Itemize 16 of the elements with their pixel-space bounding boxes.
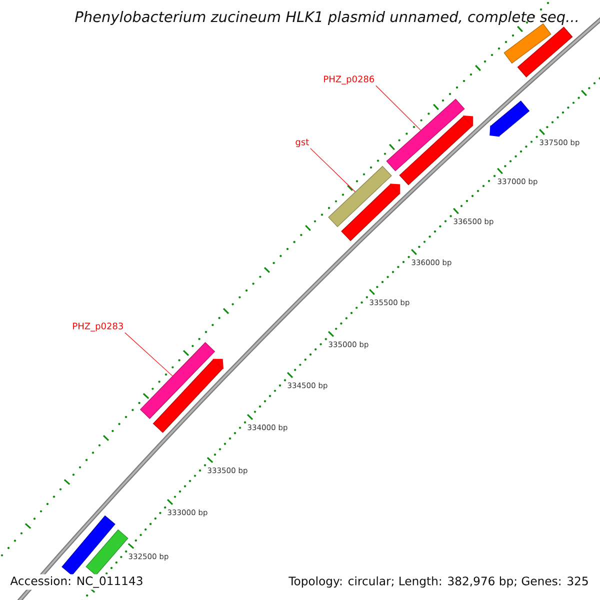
info-text: Topology: circular; Length: 382,976 bp; Genes: 325 [286,574,591,590]
leader-line [310,148,356,192]
info-text: Accession: NC_011143 [8,574,146,590]
title: Phenylobacterium zucineum HLK1 plasmid unnamed, complete seq... [75,10,578,26]
gene-bar [152,358,224,433]
gene-bar [399,116,474,186]
leader-line [124,332,173,376]
gene-bar [328,166,392,228]
gene-bar [86,529,128,576]
gene-bar [386,98,465,172]
leader-line [376,85,421,130]
gene-bar [341,184,400,242]
gene-bar [517,26,573,78]
gene-label: PHZ_p0283 [73,322,123,332]
gene-label: gst [296,138,309,148]
gene-label: PHZ_p0286 [324,76,374,84]
